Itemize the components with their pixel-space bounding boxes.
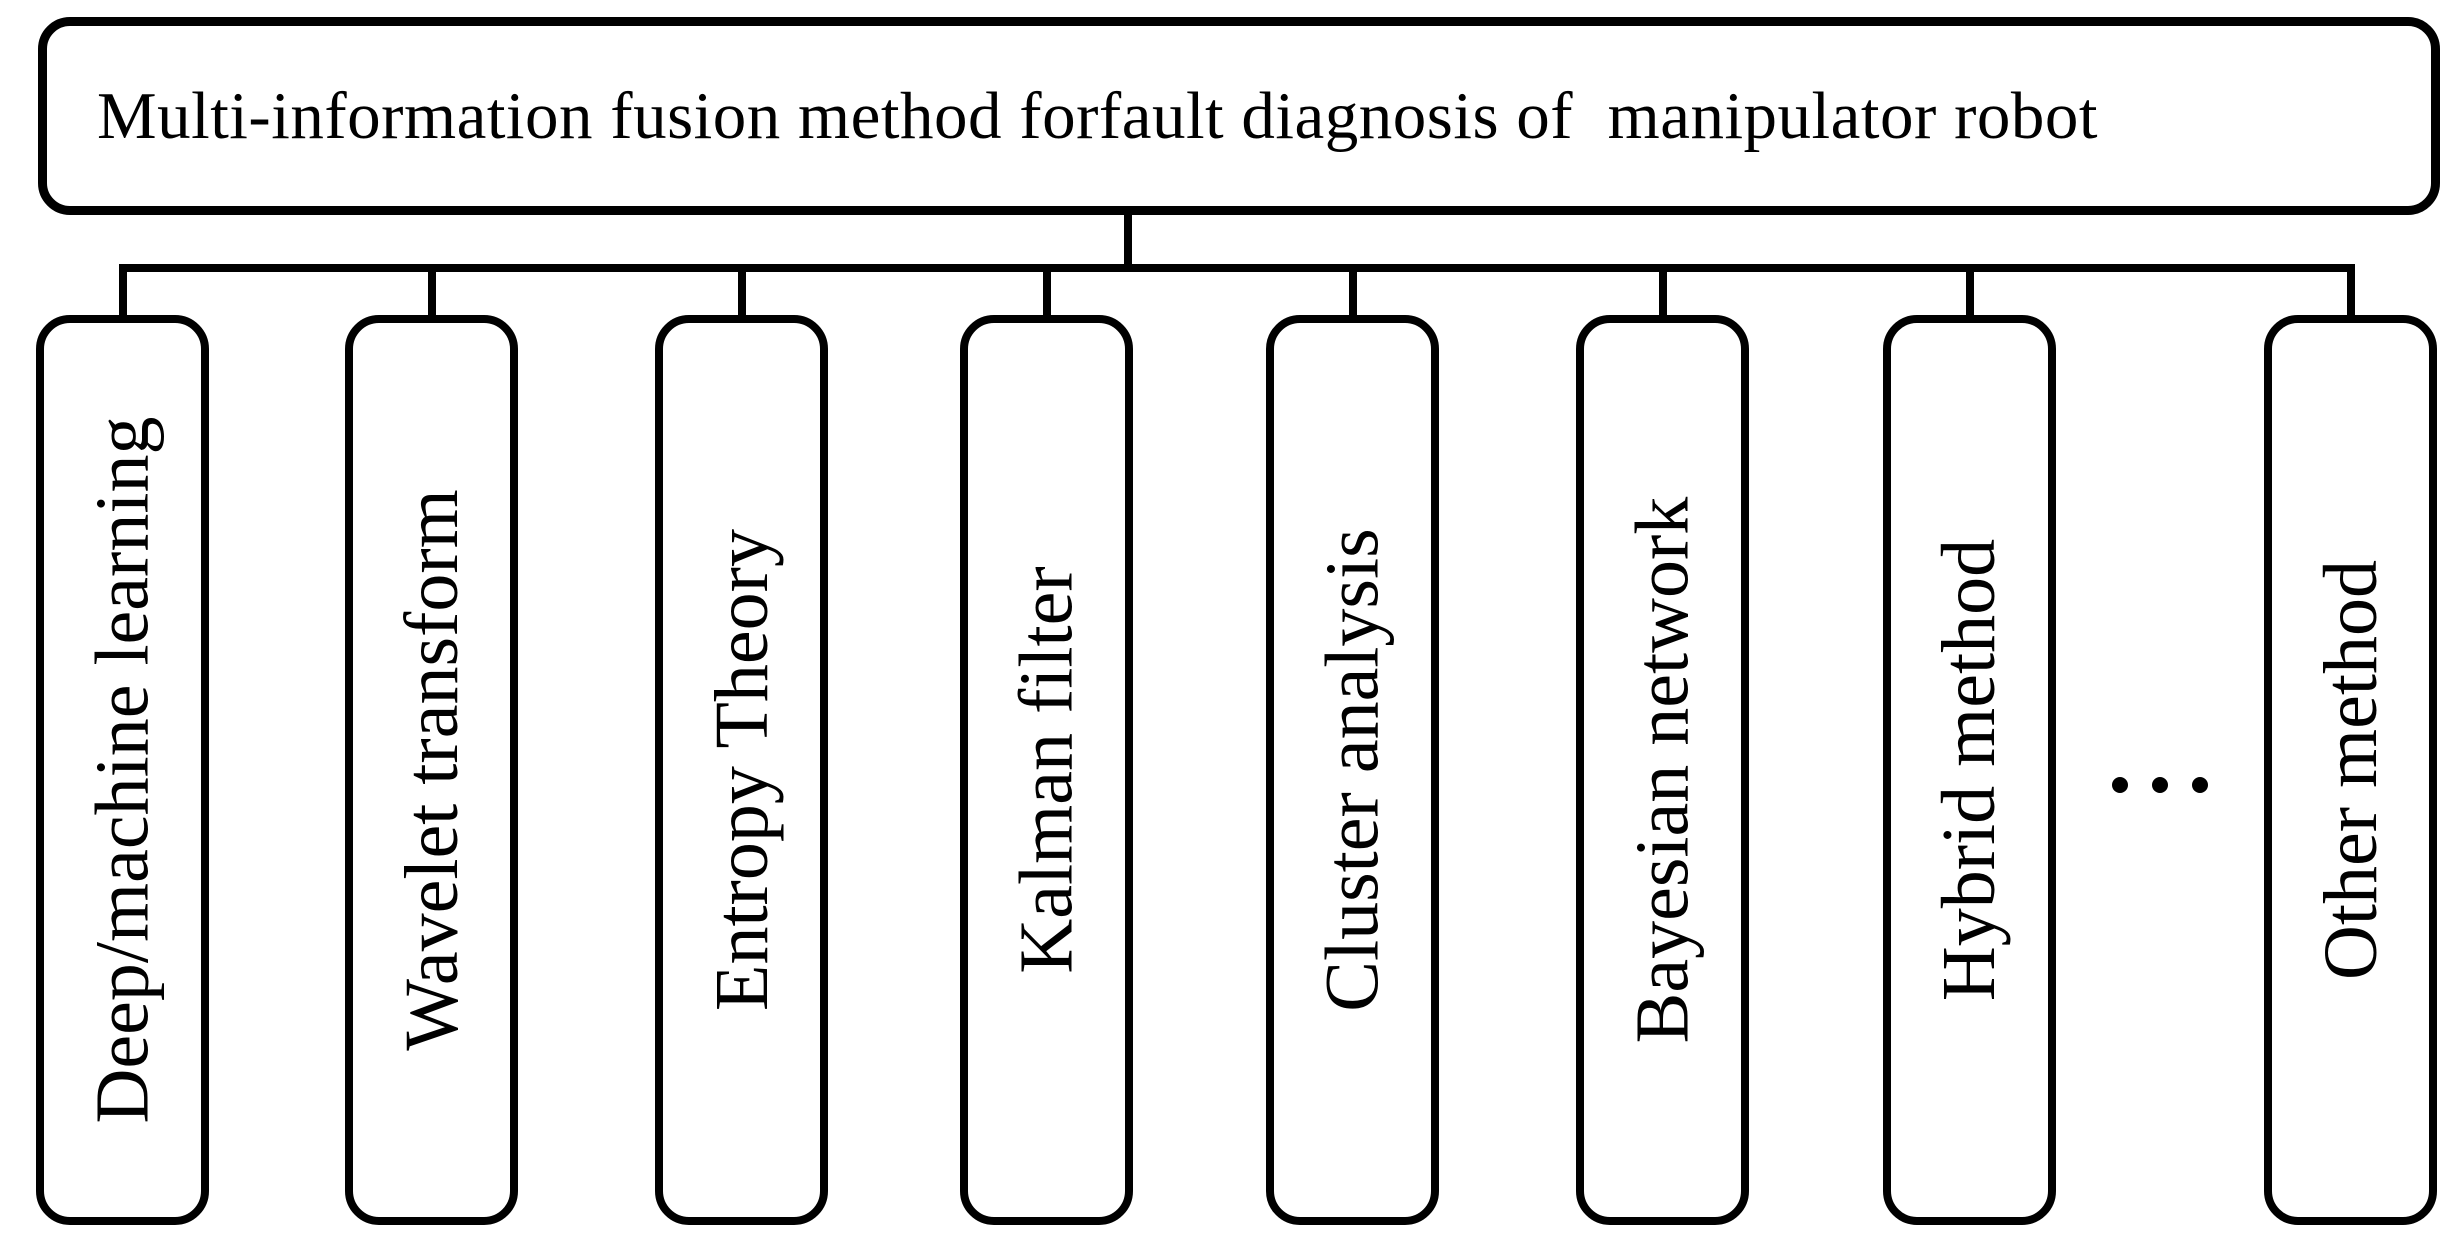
leaf-node-hybrid-method: Hybrid method [1883, 315, 2056, 1225]
root-node-label: Multi-information fusion method forfault… [97, 78, 2099, 153]
connector-stub-6 [1659, 264, 1667, 319]
leaf-node-entropy-theory: Entropy Theory [655, 315, 828, 1225]
leaf-label: Hybrid method [1927, 538, 2012, 1002]
leaf-label: Entropy Theory [699, 529, 784, 1011]
connector-rail [119, 264, 2355, 272]
leaf-node-bayesian-network: Bayesian network [1576, 315, 1749, 1225]
connector-root-stub [1124, 211, 1132, 272]
leaf-node-other-method: Other method [2264, 315, 2437, 1225]
leaf-label: Wavelet transform [389, 489, 474, 1051]
connector-stub-7 [1966, 264, 1974, 319]
ellipsis-dot [2192, 777, 2208, 793]
connector-stub-5 [1349, 264, 1357, 319]
connector-stub-4 [1043, 264, 1051, 319]
connector-stub-2 [428, 264, 436, 319]
leaf-node-deep-machine-learning: Deep/machine learning [36, 315, 209, 1225]
leaf-label: Other method [2308, 559, 2393, 981]
connector-stub-3 [738, 264, 746, 319]
leaf-label: Bayesian network [1620, 496, 1705, 1044]
leaf-label: Deep/machine learning [80, 416, 165, 1124]
connector-stub-8 [2347, 264, 2355, 319]
leaf-node-kalman-filter: Kalman filter [960, 315, 1133, 1225]
leaf-label: Kalman filter [1004, 566, 1089, 974]
root-node: Multi-information fusion method forfault… [38, 17, 2440, 215]
ellipsis-icon [2112, 777, 2208, 793]
connector-stub-1 [119, 264, 127, 319]
leaf-node-cluster-analysis: Cluster analysis [1266, 315, 1439, 1225]
ellipsis-dot [2112, 777, 2128, 793]
leaf-label: Cluster analysis [1310, 528, 1395, 1012]
leaf-node-wavelet-transform: Wavelet transform [345, 315, 518, 1225]
ellipsis-dot [2152, 777, 2168, 793]
